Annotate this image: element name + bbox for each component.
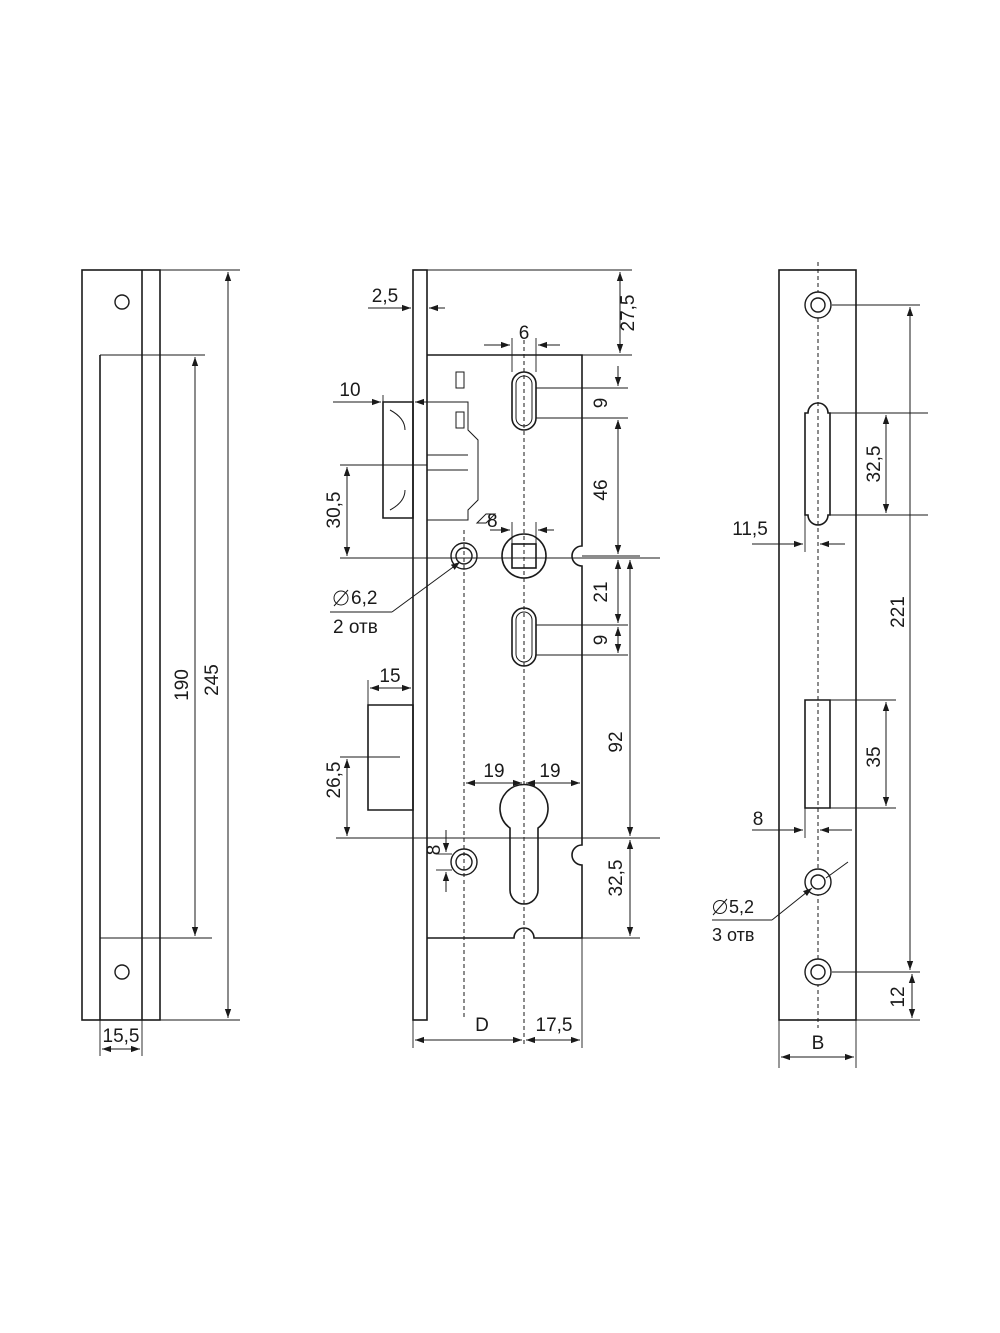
right-offset-label: 19	[539, 761, 560, 782]
lower-slot-height-label: 9	[591, 635, 612, 646]
bolt-window-offset-label: 8	[753, 809, 764, 830]
lock-body-view: 2,5 27,5 6 9 46 10 30,5	[324, 269, 660, 1048]
edge-offset-label: 12	[888, 986, 909, 1007]
leader-hole-diameter	[391, 561, 461, 613]
left-offset-label: 19	[483, 761, 504, 782]
latch-window	[804, 402, 831, 526]
latch-offset-label: 30,5	[324, 492, 345, 529]
latch-projection-label: 10	[339, 380, 360, 401]
front-offset-label: 17,5	[536, 1015, 573, 1036]
bottom-offset-label: 32,5	[606, 860, 627, 897]
strike-plate-outline	[81, 269, 161, 1021]
diameter-symbol-stroke	[712, 898, 728, 916]
faceplate-thickness-label: 2,5	[372, 286, 398, 307]
front-width-label: B	[812, 1033, 825, 1054]
slot-lower-inner	[515, 611, 533, 663]
diameter-symbol-icon	[713, 900, 727, 914]
slot-height-label: 9	[591, 398, 612, 409]
latch-mechanism	[427, 401, 479, 521]
strike-plate-hole-top	[114, 294, 130, 310]
leader-front-hole	[771, 887, 813, 921]
diameter-symbol-icon	[333, 590, 349, 606]
spindle-hub	[501, 533, 547, 579]
bolt-height-label: 26,5	[324, 762, 345, 799]
front-hole-diameter-label: 5,2	[729, 897, 754, 917]
front-hole-count-label: 3 отв	[712, 925, 754, 945]
diameter-symbol-stroke	[333, 589, 349, 607]
lower-slot-offset-label: 21	[591, 581, 612, 602]
leader-front-hole-tail	[825, 861, 849, 879]
hole-span-label: 221	[888, 596, 909, 628]
hole-diameter-label: 6,2	[351, 588, 377, 609]
strike-plate-hole-bottom	[114, 964, 130, 980]
top-offset-label: 27,5	[618, 295, 639, 332]
latch-bolt	[382, 401, 414, 519]
front-plate-view: 32,5 11,5 221 35 8 5,2 3 отв 12	[712, 262, 928, 1068]
latch-curves	[389, 409, 406, 511]
square-size-label: 8	[487, 511, 498, 532]
strike-width-label: 15,5	[103, 1026, 140, 1047]
spindle-square	[511, 543, 537, 569]
strike-inner-height-label: 190	[172, 669, 193, 701]
latch-window-height-label: 32,5	[864, 446, 885, 483]
backset-label: D	[475, 1015, 489, 1036]
slot-spacing-label: 46	[591, 479, 612, 500]
window-offset-label: 11,5	[732, 519, 768, 540]
slot-width-label: 6	[519, 323, 530, 344]
latch-pin	[455, 371, 465, 389]
bolt-projection-label: 15	[379, 666, 400, 687]
square-symbol-icon	[475, 513, 497, 524]
slot-upper-inner	[515, 375, 533, 427]
front-hole-middle-inner	[810, 874, 826, 890]
lock-case	[427, 354, 583, 939]
slot-upper	[511, 371, 537, 431]
dead-bolt	[367, 704, 414, 811]
strike-plate-view: 245 190 15,5	[81, 269, 240, 1056]
center-distance-label: 92	[606, 731, 627, 752]
latch-pin	[455, 411, 465, 429]
bolt-window-height-label: 35	[864, 746, 885, 767]
front-hole-top-inner	[810, 297, 826, 313]
slot-lower	[511, 607, 537, 667]
cylinder-cutout	[499, 783, 549, 905]
small-hole-offset-label: 8	[424, 845, 445, 856]
faceplate	[412, 269, 428, 1021]
strike-height-label: 245	[202, 664, 223, 696]
front-hole-bottom-inner	[810, 964, 826, 980]
hole-count-label: 2 отв	[333, 617, 378, 638]
